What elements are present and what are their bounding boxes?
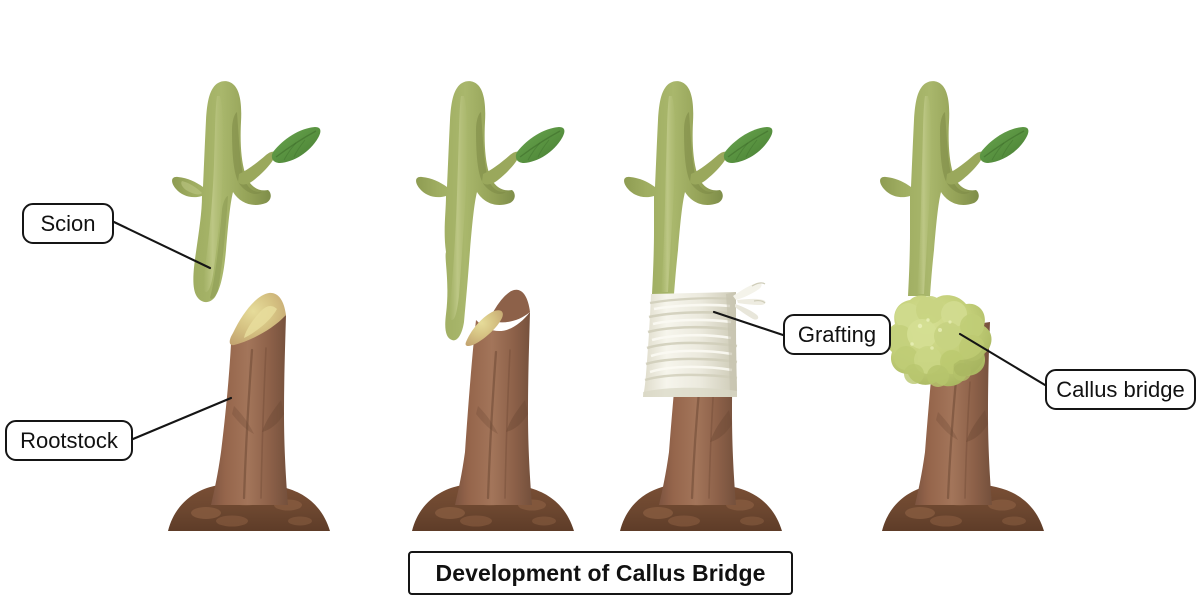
- stage-4-callus-bridge: [885, 295, 992, 387]
- stage-1-group: [168, 81, 330, 531]
- stage-1-cut-surface: [229, 292, 286, 346]
- label-rootstock[interactable]: Rootstock: [5, 420, 133, 461]
- stage-3-grafting-tape: [643, 282, 766, 397]
- leader-line-scion: [112, 220, 212, 270]
- stage-3-group: [620, 81, 782, 531]
- stage-3-leaf: [723, 127, 773, 163]
- label-scion[interactable]: Scion: [22, 203, 114, 244]
- stage-2-leaf: [515, 127, 565, 163]
- figure-title-box: Development of Callus Bridge: [408, 551, 793, 595]
- label-callus-bridge[interactable]: Callus bridge: [1045, 369, 1196, 410]
- stage-2-rootstock: [455, 289, 532, 505]
- stage-4-scion: [880, 81, 984, 297]
- stage-4-leaf: [979, 127, 1029, 163]
- label-rootstock-text: Rootstock: [20, 427, 118, 453]
- stage-1-scion: [172, 81, 276, 303]
- stage-1-rootstock: [211, 315, 288, 505]
- stage-2-cut-surface: [465, 310, 503, 347]
- label-grafting[interactable]: Grafting: [783, 314, 891, 355]
- figure-title-text: Development of Callus Bridge: [435, 559, 766, 586]
- label-grafting-text: Grafting: [797, 321, 877, 347]
- leader-line-callus: [958, 332, 1047, 387]
- leader-lines: [112, 220, 1047, 441]
- stage-3-scion: [624, 81, 728, 295]
- leader-line-grafting: [712, 310, 785, 337]
- leader-line-rootstock: [131, 396, 233, 441]
- stage-4-group: [880, 81, 1044, 531]
- label-callus-bridge-text: Callus bridge: [1056, 376, 1185, 402]
- stage-2-scion: [416, 81, 520, 341]
- stage-2-group: [412, 81, 574, 531]
- stage-1-leaf: [271, 127, 321, 163]
- label-scion-text: Scion: [40, 210, 96, 236]
